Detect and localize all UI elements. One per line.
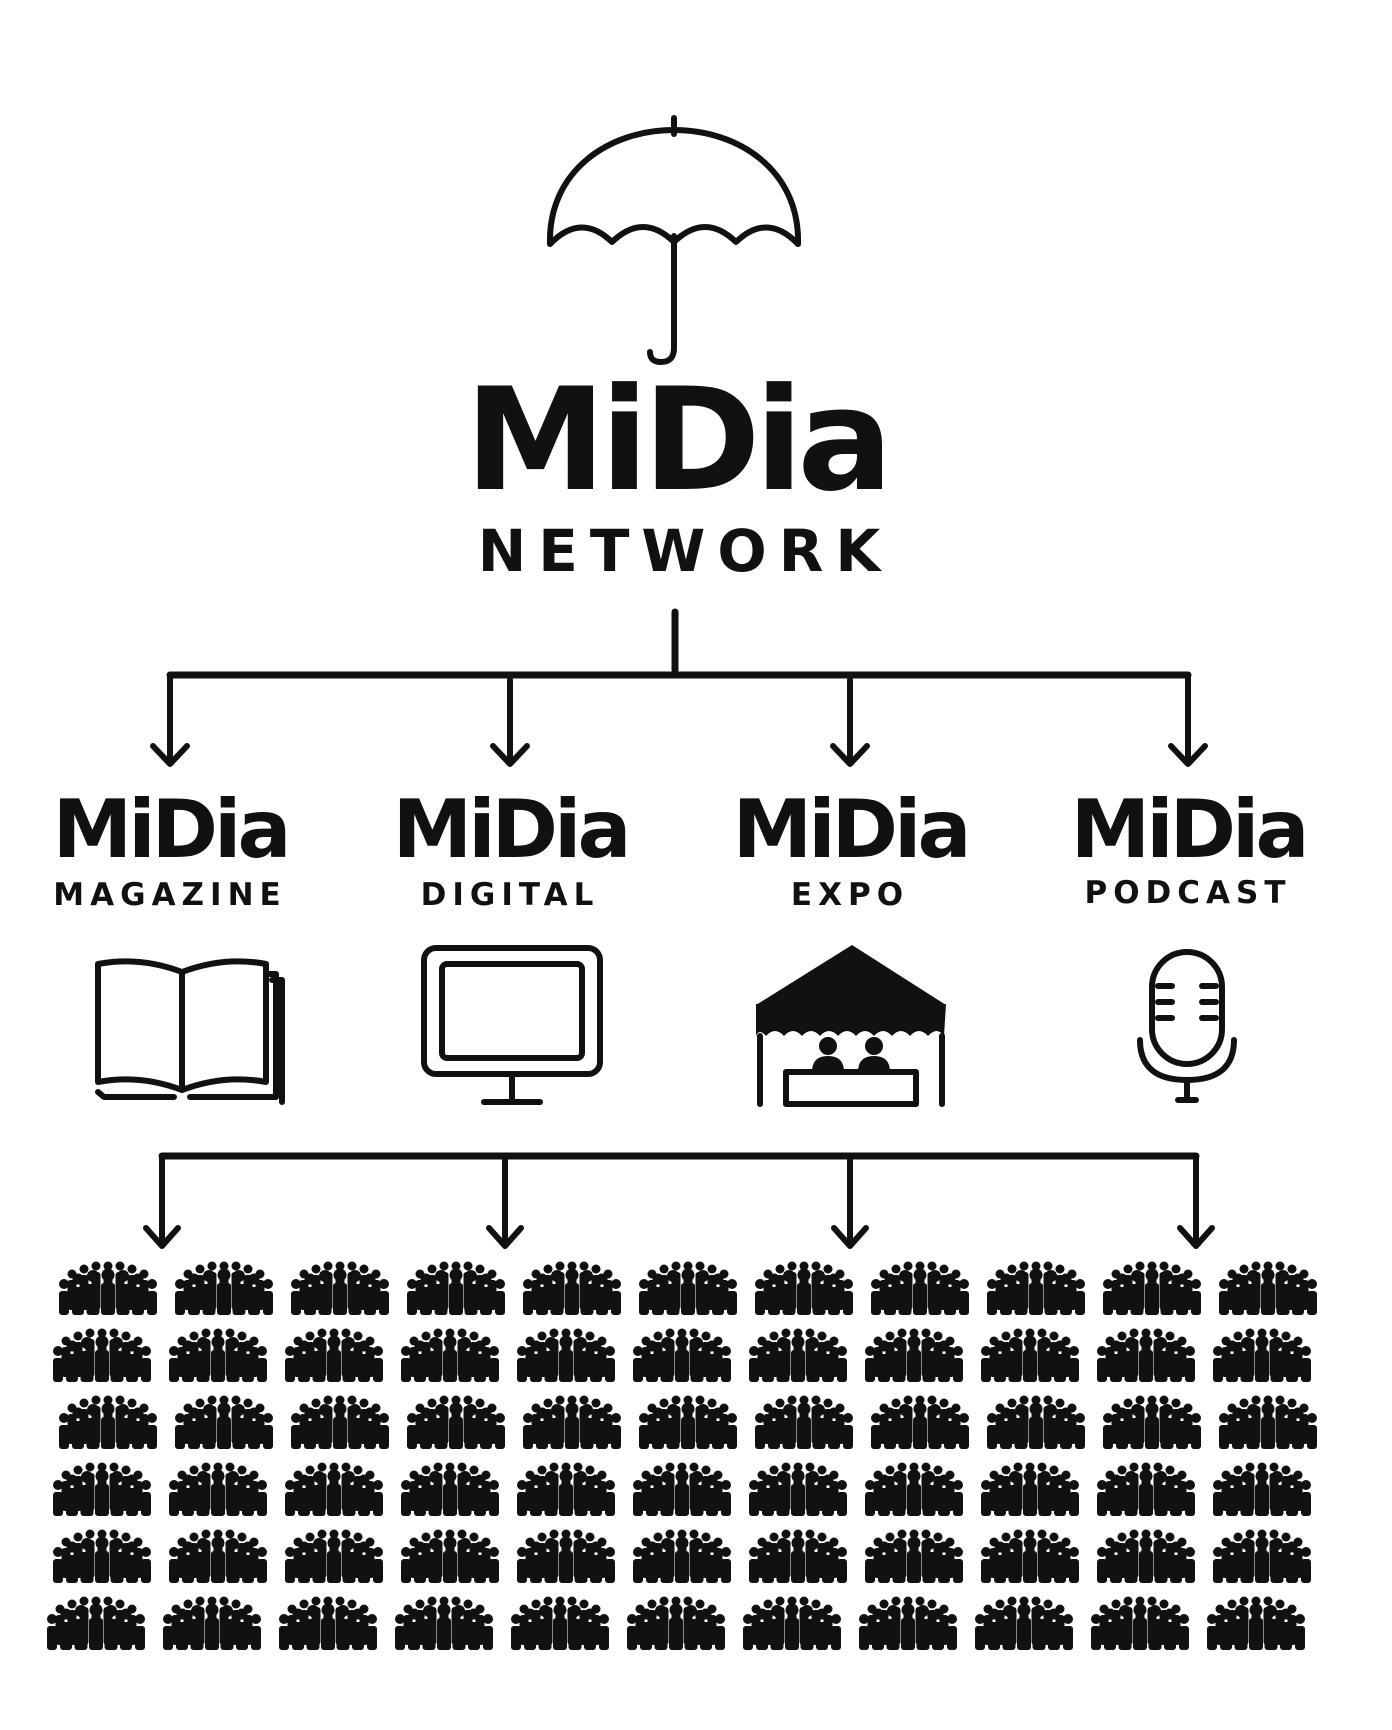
open-book-icon [95,958,285,1105]
brand-subtitle: DIGITAL [420,877,600,913]
crowd-icon [859,1596,957,1650]
crowd-icon [633,1328,731,1382]
crowd-icon [749,1328,847,1382]
arrow-to-podcast [1168,672,1208,767]
crowd-icon [517,1529,615,1583]
crowd-icon [981,1328,1079,1382]
crowd-icon [401,1462,499,1516]
crowd-icon [749,1529,847,1583]
crowd-icon [1213,1328,1311,1382]
crowd-icon [169,1529,267,1583]
crowd-icon [517,1462,615,1516]
brand-subtitle: PODCAST [1084,875,1292,911]
crowd-icon [981,1529,1079,1583]
top-connector [150,608,1208,767]
crowd-icon [1091,1596,1189,1650]
brand-title: MiDia [52,783,292,876]
brand-title: MiDia [1070,783,1310,876]
crowd-icon [1219,1261,1317,1315]
crowd-icon [865,1529,963,1583]
monitor-icon [421,945,603,1105]
crowd-icon [639,1395,737,1449]
crowd-icon [279,1596,377,1650]
crowd-icon [749,1462,847,1516]
crowd-icon [285,1328,383,1382]
crowd-icon [53,1462,151,1516]
crowd-icon [987,1261,1085,1315]
umbrella-icon [546,115,802,365]
crowd-icon [1097,1328,1195,1382]
crowd-icon [1103,1261,1201,1315]
arrow-to-audience-2 [486,1157,524,1249]
crowd-icon [523,1395,621,1449]
crowd-icon [981,1462,1079,1516]
crowd-icon [975,1596,1073,1650]
crowd-icon [517,1328,615,1382]
crowd-icon [163,1596,261,1650]
crowd-icon [1097,1462,1195,1516]
crowd-icon [1219,1395,1317,1449]
crowd-icon [639,1261,737,1315]
arrow-to-digital [490,677,530,767]
crowd-icon [987,1395,1085,1449]
crowd-icon [865,1462,963,1516]
network-title: MiDia [464,358,893,523]
expo-tent-icon [756,945,946,1107]
crowd-icon [285,1529,383,1583]
crowd-icon [59,1261,157,1315]
brand-subtitle: MAGAZINE [53,877,287,913]
brand-subtitle: EXPO [790,877,910,913]
crowd-icon [1207,1596,1305,1650]
crowd-icon [1213,1462,1311,1516]
arrow-to-audience-1 [143,1153,181,1249]
crowd-icon [755,1261,853,1315]
bottom-connector [143,1152,1215,1249]
crowd-icon [627,1596,725,1650]
crowd-icon [871,1395,969,1449]
crowd-icon [285,1462,383,1516]
crowd-icon [1103,1395,1201,1449]
crowd-icon [407,1261,505,1315]
crowd-icon [511,1596,609,1650]
crowd-icon [1213,1529,1311,1583]
crowd-icon [175,1395,273,1449]
crowd-icon [59,1395,157,1449]
crowd-icon [395,1596,493,1650]
crowd-icon [743,1596,841,1650]
crowd-icon [401,1328,499,1382]
crowd-icon [871,1261,969,1315]
crowd-icon [1097,1529,1195,1583]
microphone-icon [1137,949,1237,1103]
crowd-icon [633,1529,731,1583]
crowd-icon [47,1596,145,1650]
crowd-icon [401,1529,499,1583]
audience-grid [47,1261,1317,1650]
crowd-icon [53,1529,151,1583]
crowd-icon [169,1462,267,1516]
crowd-icon [633,1462,731,1516]
crowd-icon [175,1261,273,1315]
crowd-icon [169,1328,267,1382]
brand-title: MiDia [732,783,972,876]
crowd-icon [291,1261,389,1315]
arrow-to-expo [830,677,870,767]
arrow-to-audience-3 [831,1157,869,1249]
network-subtitle: NETWORK [477,517,893,585]
crowd-icon [523,1261,621,1315]
arrow-to-magazine [150,672,190,767]
brand-title: MiDia [392,783,632,876]
crowd-icon [291,1395,389,1449]
crowd-icon [755,1395,853,1449]
crowd-icon [53,1328,151,1382]
crowd-icon [407,1395,505,1449]
arrow-to-audience-4 [1177,1153,1215,1249]
crowd-icon [865,1328,963,1382]
